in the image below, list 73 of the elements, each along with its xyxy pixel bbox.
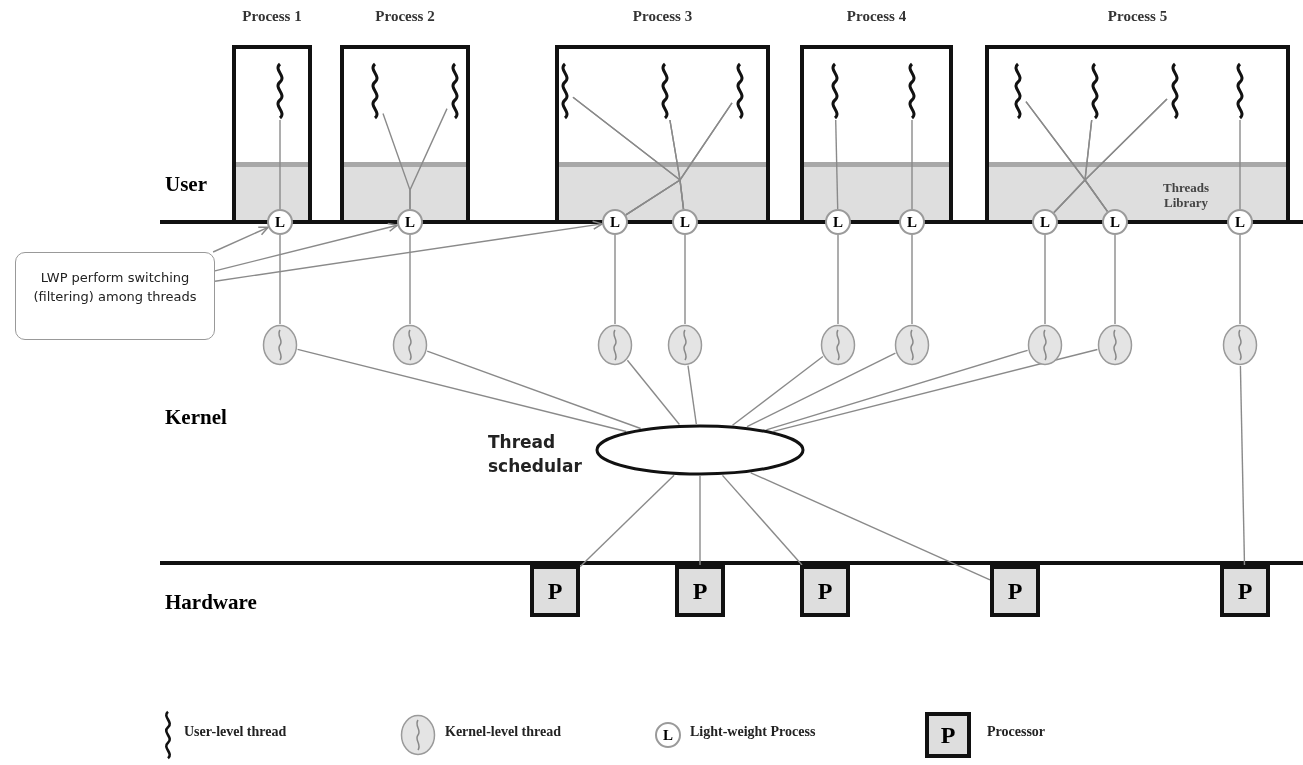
processor-box: P <box>990 565 1040 617</box>
process-title: Process 5 <box>1106 8 1169 25</box>
connector-line <box>750 472 991 581</box>
connector-line <box>699 475 701 566</box>
kernel-thread-circle <box>597 324 633 366</box>
connector-line <box>579 474 675 568</box>
arrow <box>214 220 603 282</box>
lwp-circle: L <box>1227 209 1253 235</box>
connector-line <box>409 107 448 210</box>
connector-line <box>626 359 681 426</box>
kernel-thread-circle <box>262 324 298 366</box>
connector-line <box>409 234 411 325</box>
legend-text: User-level thread <box>184 724 287 740</box>
processor-box: P <box>800 565 850 617</box>
callout-box: LWP perform switching (filtering) among threads <box>15 252 215 340</box>
connector-line <box>1084 98 1168 213</box>
process-title: Process 2 <box>374 8 436 25</box>
legend-lwp-circle: L <box>655 722 681 748</box>
library-label: Threads Library <box>1162 180 1210 210</box>
lwp-circle: L <box>672 209 698 235</box>
connector-line <box>684 234 686 325</box>
connector-line <box>1239 234 1241 325</box>
legend-text: Light-weight Process <box>690 724 816 740</box>
lwp-circle: L <box>899 209 925 235</box>
connector-line <box>279 234 281 325</box>
connector-line <box>835 119 839 210</box>
connector-line <box>1044 234 1046 325</box>
connector-line <box>746 352 897 428</box>
process-title: Process 3 <box>631 8 694 25</box>
connector-line <box>731 355 824 426</box>
arrow <box>214 222 399 272</box>
lwp-circle: L <box>602 209 628 235</box>
scheduler-ellipse <box>595 424 805 476</box>
kernel-thread-circle <box>894 324 930 366</box>
processor-box: P <box>530 565 580 617</box>
lwp-circle: L <box>267 209 293 235</box>
connector-line <box>1239 365 1246 566</box>
connector-line <box>296 348 627 433</box>
legend-text: Processor <box>987 724 1046 740</box>
kernel-thread-circle <box>392 324 428 366</box>
connector-line <box>679 102 733 210</box>
lwp-circle: L <box>1102 209 1128 235</box>
connector-line <box>1114 234 1116 325</box>
connector-line <box>721 474 803 566</box>
connector-line <box>765 349 1029 431</box>
connector-line <box>279 119 281 210</box>
connector-line <box>911 119 913 210</box>
lwp-circle: L <box>825 209 851 235</box>
lwp-circle: L <box>1032 209 1058 235</box>
kernel-thread-circle <box>820 324 856 366</box>
arrow <box>212 226 269 253</box>
kernel-thread-circle <box>1027 324 1063 366</box>
layer-label: Kernel <box>165 405 227 430</box>
kernel-thread-circle <box>1097 324 1133 366</box>
legend-processor-box: P <box>925 712 971 758</box>
legend-text: Kernel-level thread <box>445 724 561 740</box>
processor-box: P <box>1220 565 1270 617</box>
layer-label: User <box>165 172 207 197</box>
node-caption: Thread schedular <box>488 431 583 478</box>
process-title: Process 4 <box>845 8 908 25</box>
lwp-circle: L <box>397 209 423 235</box>
kernel-thread-circle <box>667 324 703 366</box>
layer-label: Hardware <box>165 590 257 615</box>
connector-line <box>426 350 642 430</box>
connector-line <box>687 365 697 425</box>
connector-line <box>614 234 616 325</box>
processor-box: P <box>675 565 725 617</box>
kernel-thread-circle <box>1222 324 1258 366</box>
connector-line <box>837 234 839 325</box>
connector-line <box>911 234 913 325</box>
connector-line <box>1239 119 1241 210</box>
process-title: Process 1 <box>241 8 303 25</box>
connector-line <box>772 348 1099 433</box>
